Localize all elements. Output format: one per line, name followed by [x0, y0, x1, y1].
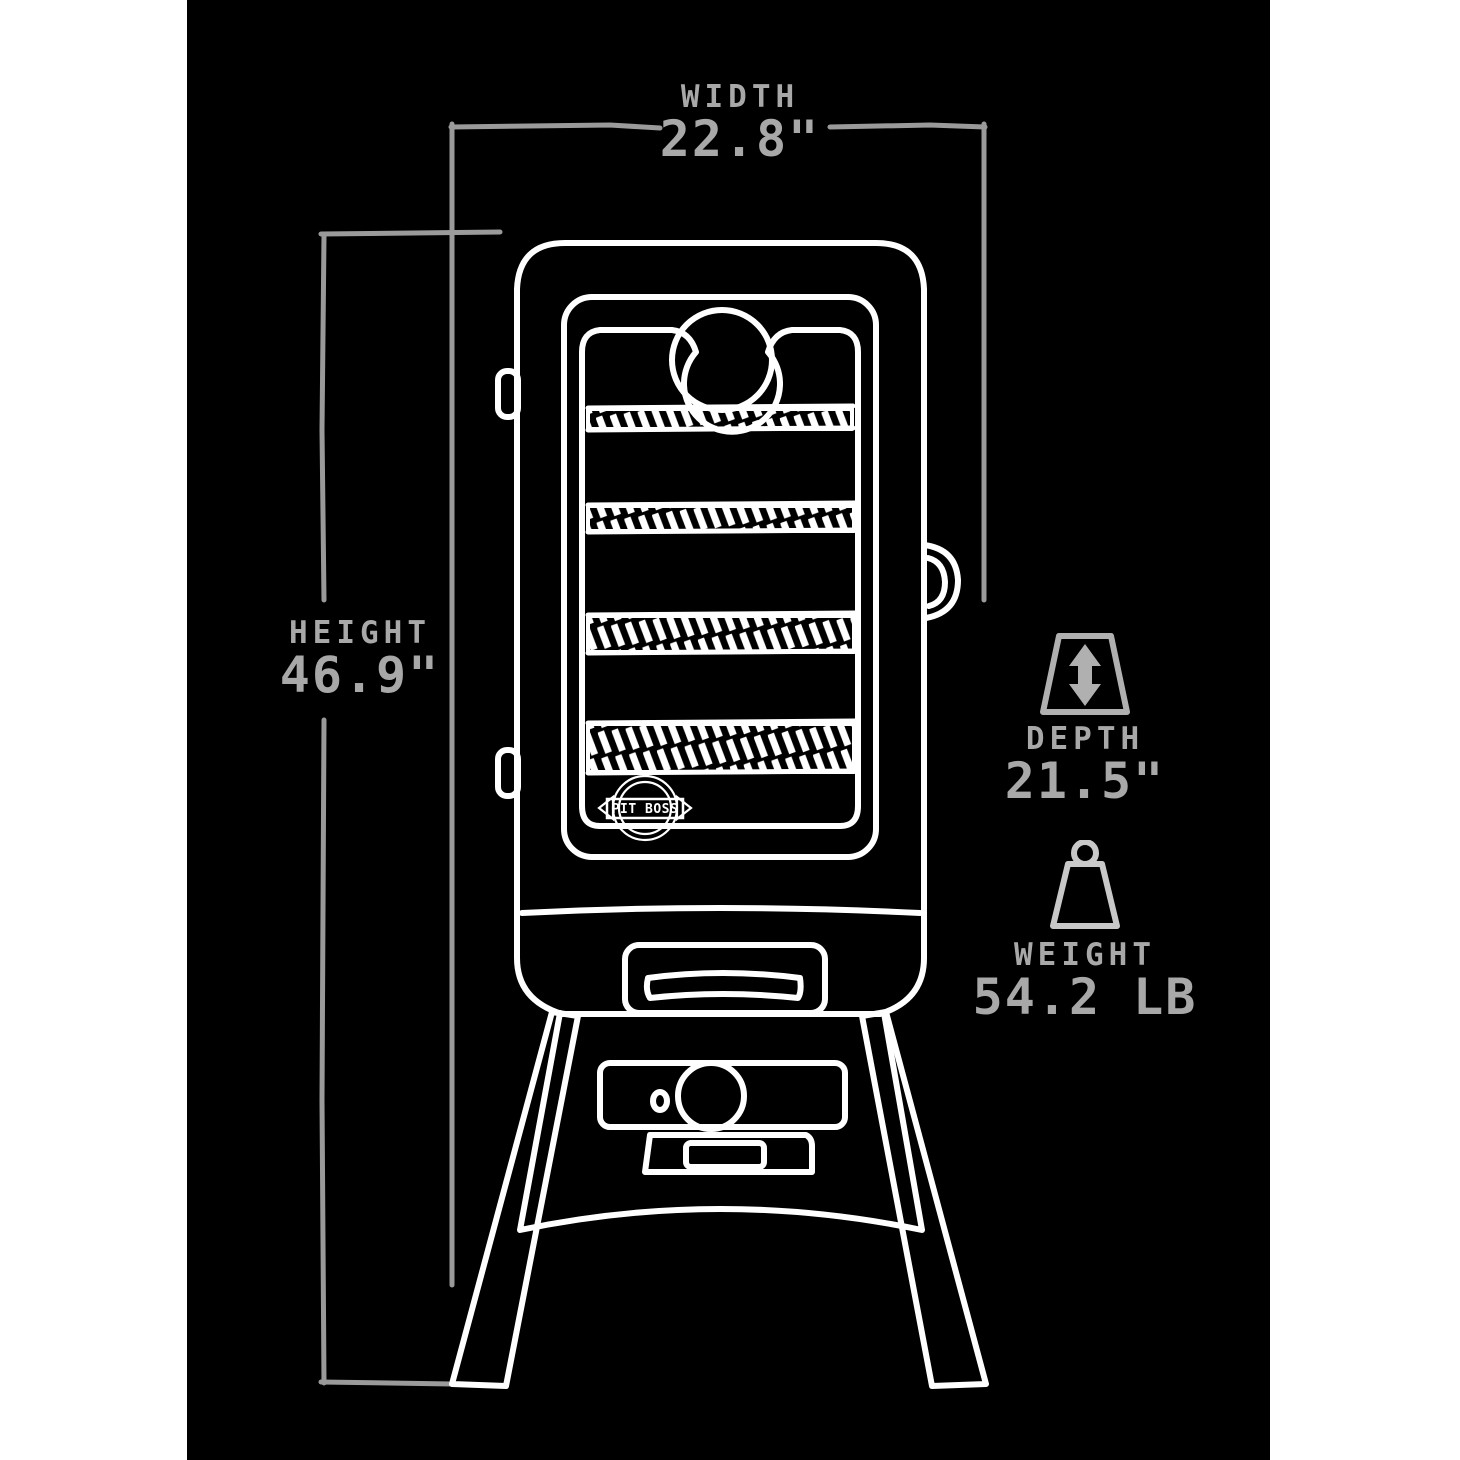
door-handle-inner — [925, 555, 948, 609]
width-dimension-block: WIDTH 22.8" — [615, 79, 865, 168]
rack-edge — [585, 527, 858, 535]
door-window — [579, 327, 861, 829]
weight-block-icon-svg — [1050, 840, 1120, 929]
pit-boss-logo-text: PIT BOSS — [612, 802, 679, 817]
depth-dimension-block: DEPTH 21.5" — [960, 721, 1210, 810]
smoker-illustration — [449, 240, 989, 1389]
depth-arrow-icon — [1035, 630, 1135, 720]
cabinet-body — [514, 240, 927, 1017]
rack-edge — [585, 648, 858, 656]
pit-boss-logo-layer: PIT BOSS — [597, 774, 693, 842]
door-handle — [921, 542, 961, 621]
wood-chip-drawer-handle — [683, 1140, 767, 1170]
black-artboard: WIDTH 22.8" HEIGHT 46.9" DEPTH 21.5" — [187, 0, 1270, 1460]
door-hinge-lower — [495, 747, 521, 799]
wood-chip-drawer — [642, 1132, 815, 1175]
height-label: HEIGHT — [289, 615, 431, 651]
body-divider — [519, 905, 923, 916]
dimension-lines-layer — [318, 121, 988, 1387]
width-value: 22.8" — [659, 109, 821, 168]
height-dimension-block: HEIGHT 46.9" — [235, 615, 485, 704]
weight-dimension-block: WEIGHT 54.2 LB — [955, 937, 1215, 1026]
height-value: 46.9" — [279, 645, 441, 704]
height-dimension-line-top — [319, 233, 327, 603]
rack-edge — [585, 500, 858, 508]
width-label: WIDTH — [680, 79, 800, 115]
depth-label: DEPTH — [1025, 721, 1145, 757]
rack-edge — [585, 610, 858, 618]
height-extension-tick-bottom — [318, 1379, 455, 1387]
height-extension-tick-top — [318, 229, 503, 237]
rack-edge — [585, 425, 856, 433]
rack-edge — [585, 718, 858, 726]
height-dimension-line-bottom — [319, 717, 327, 1386]
drawer-handle-plate — [622, 942, 828, 1016]
depth-arrow-icon-svg — [1040, 633, 1130, 715]
door-hinge-upper — [495, 368, 521, 420]
rack-edge — [585, 768, 858, 776]
base-shell — [517, 1010, 925, 1233]
rack-edge — [585, 403, 856, 411]
glass-door-frame — [561, 294, 879, 860]
weight-value: 54.2 LB — [972, 967, 1198, 1026]
weight-label: WEIGHT — [1014, 937, 1156, 973]
weight-block-icon — [1035, 840, 1135, 935]
depth-value: 21.5" — [1004, 751, 1166, 810]
drawer-handle-grip — [643, 970, 804, 1001]
artboard-inner: WIDTH 22.8" HEIGHT 46.9" DEPTH 21.5" — [187, 0, 1270, 1460]
control-knob — [675, 1060, 747, 1132]
width-dimension-line-left — [448, 122, 663, 131]
indicator-light — [650, 1089, 670, 1113]
width-dimension-line-right — [827, 122, 988, 130]
